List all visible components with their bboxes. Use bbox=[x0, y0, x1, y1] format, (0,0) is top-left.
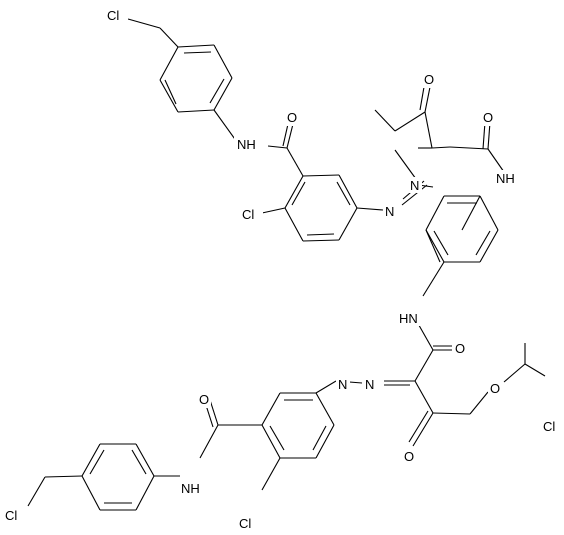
atom-cl-ring-top: Cl bbox=[242, 207, 254, 222]
atom-n-azo-bottom-2: N bbox=[338, 377, 347, 392]
atom-o-ether: O bbox=[490, 381, 500, 396]
atom-cl-top: Cl bbox=[107, 8, 119, 23]
atom-cl-bottom-left: Cl bbox=[5, 508, 17, 523]
atom-nh-amide-bottom: NH bbox=[181, 481, 200, 496]
atom-n-azo-top-1: N bbox=[385, 204, 394, 219]
atom-o-acetyl: O bbox=[424, 72, 434, 87]
atom-n-azo-top-2: N bbox=[410, 178, 419, 193]
atom-o-keto-bottom: O bbox=[404, 449, 414, 464]
atom-cl-side: Cl bbox=[543, 419, 555, 434]
atom-o-amide-center-bottom: O bbox=[455, 341, 465, 356]
atom-nh-amide-top: NH bbox=[237, 137, 256, 152]
atom-cl-ring-bottom: Cl bbox=[239, 516, 251, 531]
atom-o-amide-bottom: O bbox=[199, 392, 209, 407]
atom-nh-center-top: NH bbox=[496, 171, 515, 186]
atom-o-amide-center-top: O bbox=[483, 110, 493, 125]
bond-lines bbox=[27, 18, 546, 511]
atom-n-azo-bottom-1: N bbox=[365, 377, 374, 392]
atom-o-amide-top: O bbox=[287, 110, 297, 125]
atom-labels: Cl NH O Cl N N O O NH HN O O Cl N N O O bbox=[4, 7, 564, 531]
atom-nh-center-bottom: HN bbox=[399, 311, 418, 326]
